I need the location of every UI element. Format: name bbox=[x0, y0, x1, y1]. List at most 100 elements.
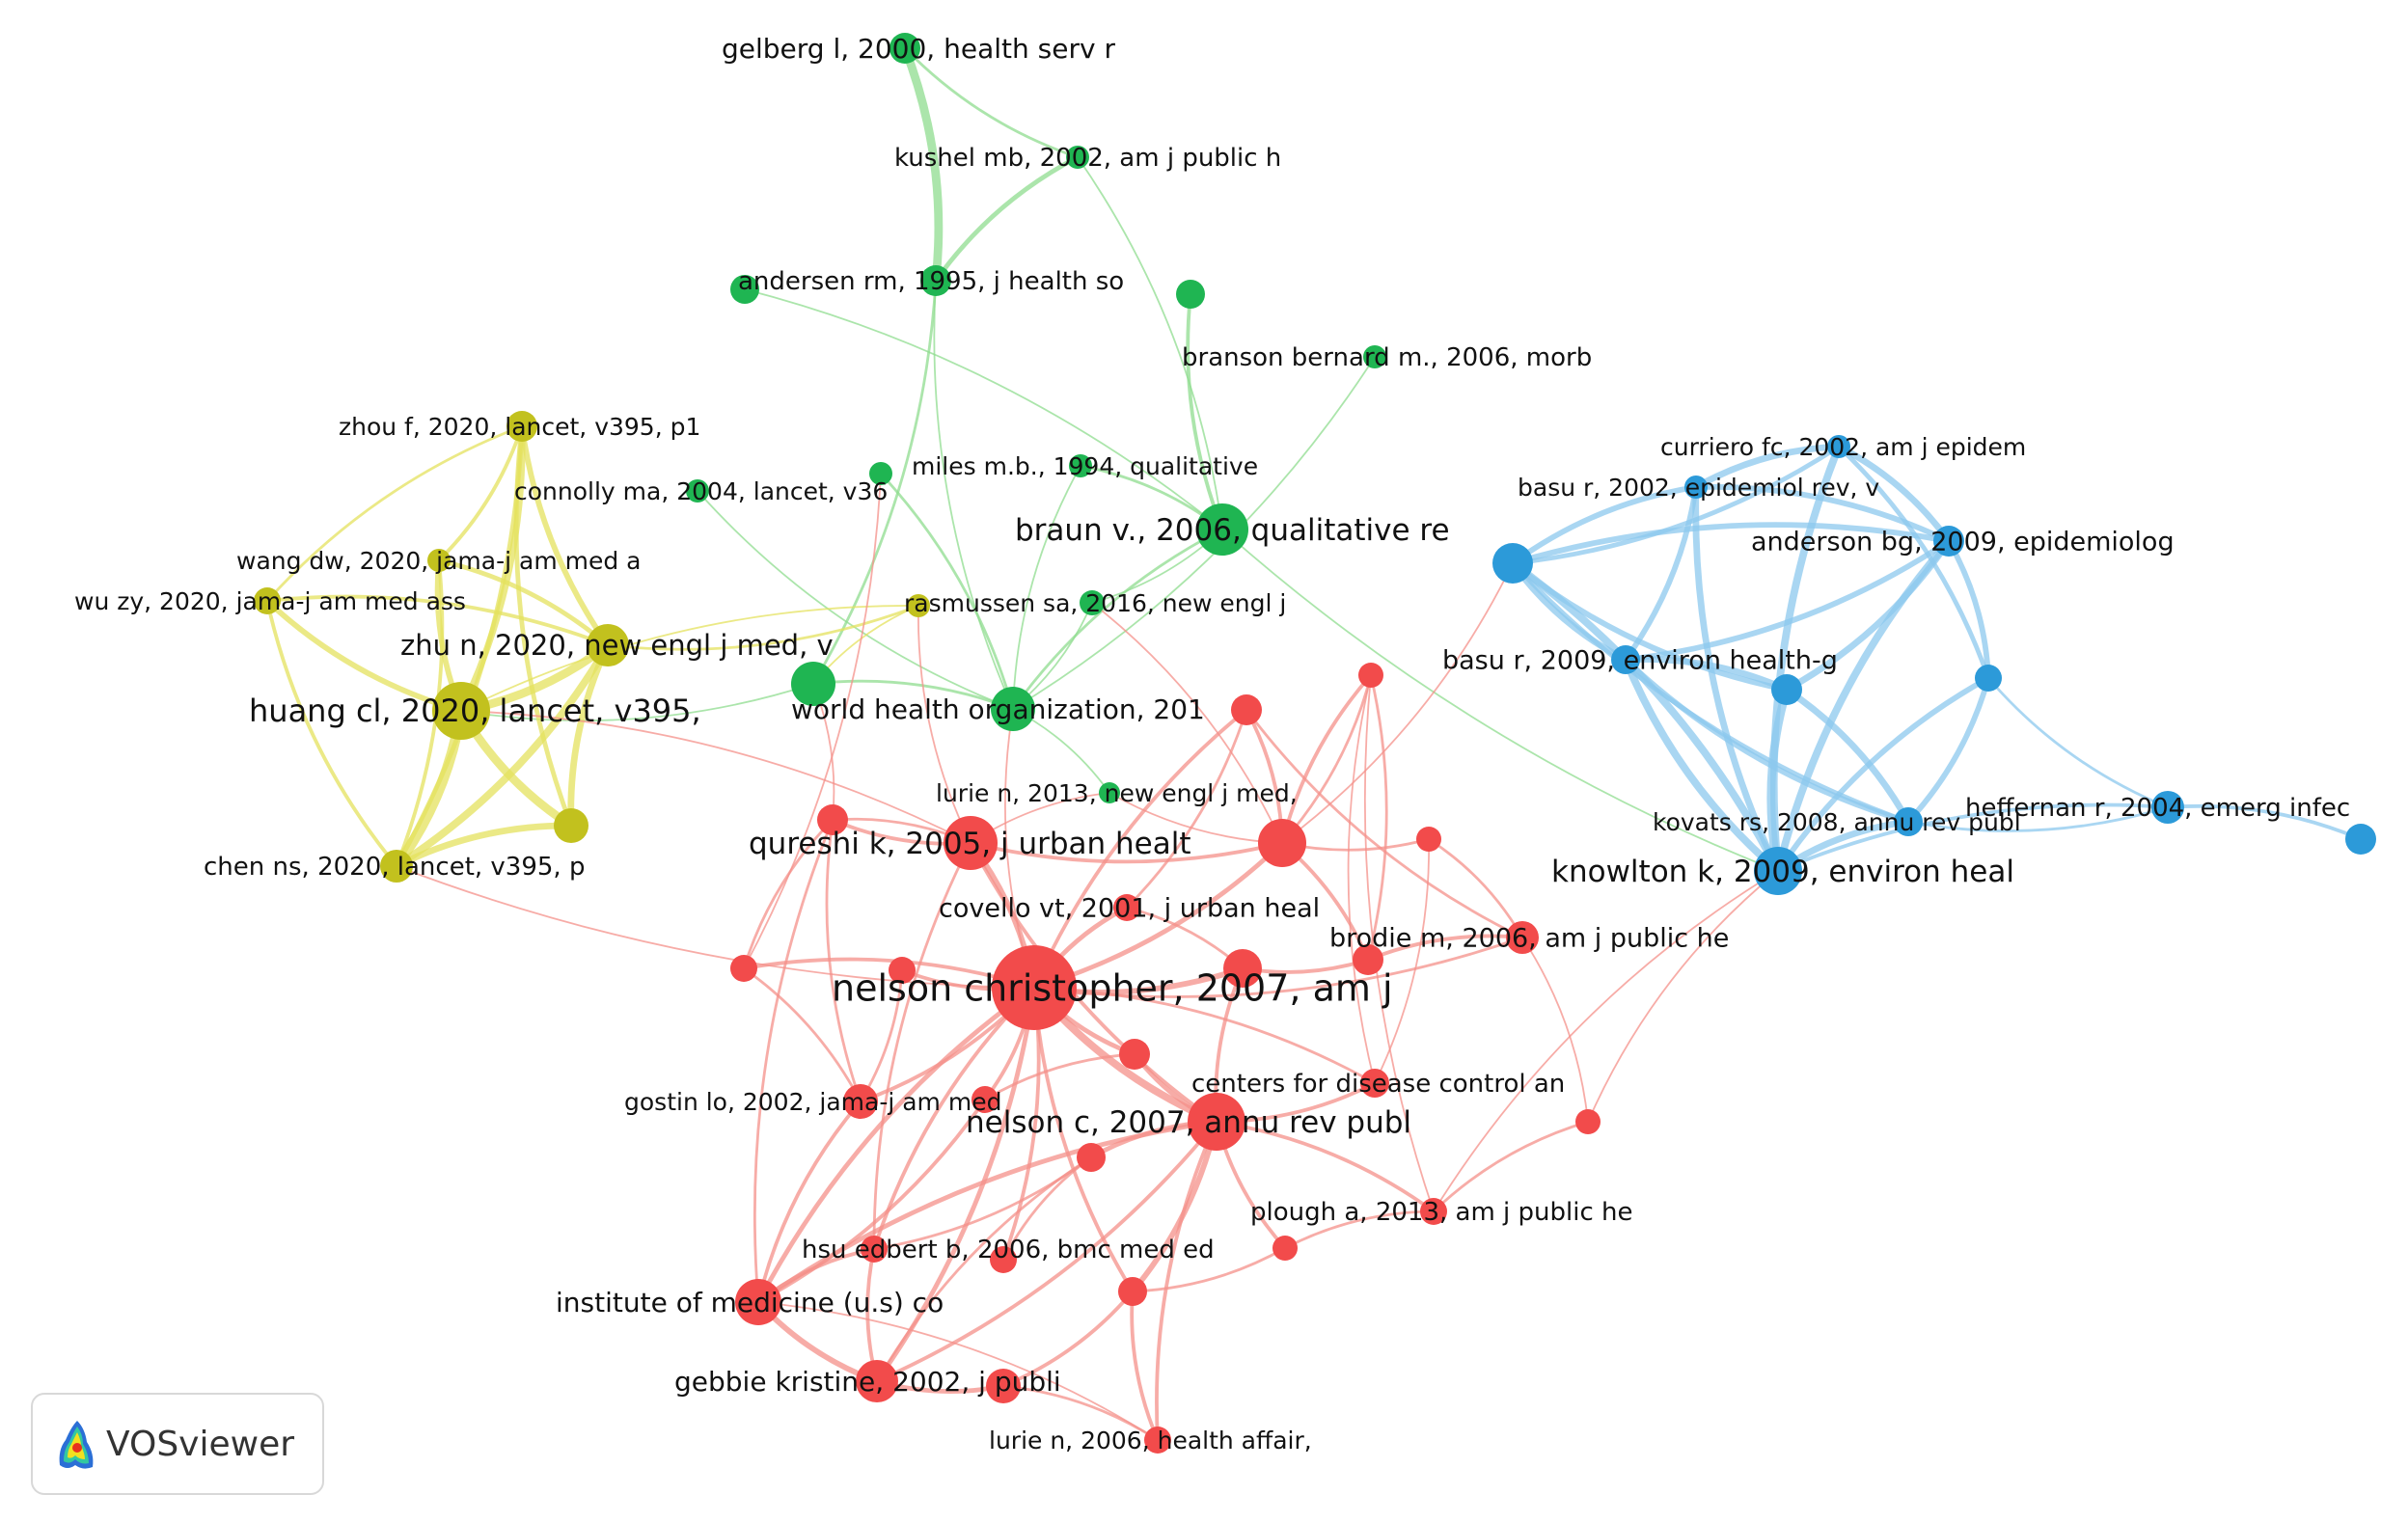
node-label-knowlton: knowlton k, 2009, environ heal bbox=[1551, 855, 2014, 889]
link-zhun-y_chenright bbox=[567, 643, 612, 827]
node-r_left1[interactable] bbox=[730, 955, 757, 982]
node-nelsonc[interactable] bbox=[1188, 1093, 1245, 1151]
node-heffernan[interactable] bbox=[2151, 791, 2184, 824]
node-label-anderson: anderson bg, 2009, epidemiolog bbox=[1751, 527, 2175, 557]
node-g_mid[interactable] bbox=[791, 662, 835, 706]
node-r_left2[interactable] bbox=[889, 957, 916, 984]
node-lurie2013[interactable] bbox=[1099, 782, 1120, 803]
node-brodie[interactable] bbox=[1506, 921, 1539, 954]
link-g_miles_left-who bbox=[879, 473, 1015, 710]
link-plough-r_far_right bbox=[1433, 1120, 1589, 1213]
node-zhun[interactable] bbox=[587, 624, 629, 666]
node-label-gostin: gostin lo, 2002, jama-j am med bbox=[624, 1088, 1001, 1116]
node-plough[interactable] bbox=[1420, 1198, 1447, 1225]
link-nelsonc-plough bbox=[1216, 1120, 1436, 1213]
node-anderson[interactable] bbox=[1933, 526, 1964, 557]
node-r_who[interactable] bbox=[1231, 694, 1262, 725]
node-r_q_left[interactable] bbox=[817, 804, 848, 835]
link-zhouf-wangdw bbox=[437, 425, 524, 562]
node-r_gebbie_right[interactable] bbox=[986, 1369, 1021, 1403]
node-basu2009[interactable] bbox=[1611, 645, 1640, 674]
node-gostin[interactable] bbox=[843, 1084, 878, 1119]
link-chen-nelsonchris bbox=[396, 865, 1035, 989]
node-basu2002[interactable] bbox=[1684, 476, 1708, 499]
node-g_top_right[interactable] bbox=[1176, 280, 1205, 309]
node-branson[interactable] bbox=[1363, 345, 1386, 368]
node-label-miles: miles m.b., 1994, qualitative bbox=[912, 452, 1258, 480]
logo-text: VOSviewer bbox=[106, 1424, 295, 1464]
node-label-kovats: kovats rs, 2008, annu rev publ bbox=[1653, 808, 2021, 836]
node-andersen[interactable] bbox=[920, 265, 951, 296]
link-huang-y_ras bbox=[460, 605, 919, 712]
node-iom[interactable] bbox=[735, 1279, 781, 1325]
node-kovats[interactable] bbox=[1894, 807, 1923, 836]
node-kushel[interactable] bbox=[1066, 146, 1089, 169]
node-gebbie[interactable] bbox=[856, 1360, 898, 1402]
node-centers[interactable] bbox=[1360, 1069, 1389, 1098]
node-label-andersen: andersen rm, 1995, j health so bbox=[738, 267, 1124, 296]
vosviewer-logo: VOSviewer bbox=[31, 1393, 324, 1495]
link-qureshi-hsu bbox=[872, 842, 972, 1250]
node-nelsonchris[interactable] bbox=[992, 945, 1077, 1030]
node-g_miles_left[interactable] bbox=[869, 462, 892, 485]
node-zhouf[interactable] bbox=[506, 411, 537, 442]
link-r_right1-centers bbox=[1374, 838, 1430, 1084]
node-b_far[interactable] bbox=[2345, 824, 2376, 855]
node-covello[interactable] bbox=[1113, 894, 1140, 921]
node-knowlton[interactable] bbox=[1754, 847, 1802, 895]
link-rasmussen-r_big2 bbox=[1091, 602, 1283, 844]
node-y_ras[interactable] bbox=[907, 594, 930, 617]
node-lurie2006[interactable] bbox=[1144, 1427, 1171, 1454]
node-r_mid2[interactable] bbox=[1119, 1039, 1150, 1070]
node-label-brodie: brodie m, 2006, am j public he bbox=[1329, 923, 1729, 953]
node-r_right1[interactable] bbox=[1416, 827, 1441, 852]
node-g_andersen2[interactable] bbox=[730, 275, 759, 304]
node-label-rasmussen: rasmussen sa, 2016, new engl j bbox=[904, 589, 1286, 617]
node-curriero[interactable] bbox=[1827, 435, 1850, 458]
node-r_hsu_right[interactable] bbox=[990, 1246, 1017, 1273]
link-r_who-covello bbox=[1126, 709, 1248, 909]
node-wuzy[interactable] bbox=[254, 587, 281, 614]
link-layer bbox=[265, 46, 2362, 1442]
link-r_low_mid-r_plough_left bbox=[1132, 1246, 1286, 1293]
link-curriero-basu2002 bbox=[1694, 443, 1840, 490]
node-r_mid3[interactable] bbox=[1077, 1143, 1106, 1172]
link-miles-who bbox=[1012, 465, 1081, 710]
link-lurie2006-iom bbox=[757, 1301, 1159, 1441]
node-wangdw[interactable] bbox=[427, 549, 451, 572]
node-label-chen: chen ns, 2020, lancet, v395, p bbox=[204, 853, 585, 882]
node-y_chenright[interactable] bbox=[554, 808, 588, 843]
node-braun[interactable] bbox=[1196, 503, 1248, 556]
node-rasmussen[interactable] bbox=[1080, 590, 1105, 615]
node-r_plough_left[interactable] bbox=[1272, 1236, 1298, 1261]
node-r_small_mid[interactable] bbox=[971, 1086, 999, 1113]
node-layer bbox=[254, 33, 2376, 1454]
node-chen[interactable] bbox=[380, 850, 413, 883]
node-r_brodie_left[interactable] bbox=[1353, 944, 1383, 975]
node-r_far_right[interactable] bbox=[1575, 1109, 1601, 1134]
link-b_right-heffernan bbox=[1986, 677, 2169, 809]
node-hsu[interactable] bbox=[861, 1236, 888, 1263]
link-y_ras-qureshi bbox=[917, 605, 971, 844]
node-r_big2[interactable] bbox=[1258, 819, 1306, 867]
node-connolly[interactable] bbox=[686, 479, 709, 503]
link-r_brodie_left-brodie bbox=[1367, 934, 1523, 962]
link-gostin-r_q_left bbox=[825, 819, 862, 1102]
node-r_nc_right[interactable] bbox=[1223, 949, 1262, 988]
node-r_top[interactable] bbox=[1358, 663, 1383, 688]
node-gelberg[interactable] bbox=[889, 33, 920, 64]
node-qureshi[interactable] bbox=[944, 816, 998, 870]
node-huang[interactable] bbox=[432, 682, 490, 740]
node-b_right[interactable] bbox=[1975, 665, 2002, 692]
link-anderson-basu2009 bbox=[1625, 538, 1951, 663]
link-zhouf-y_chenright bbox=[513, 425, 574, 827]
link-knowlton-plough bbox=[1433, 870, 1779, 1212]
node-b_mid[interactable] bbox=[1771, 674, 1802, 705]
node-who[interactable] bbox=[991, 687, 1035, 731]
node-b_left[interactable] bbox=[1492, 543, 1533, 584]
node-miles[interactable] bbox=[1069, 454, 1092, 477]
link-b_mid-kovats bbox=[1785, 687, 1911, 824]
node-r_low_mid[interactable] bbox=[1118, 1277, 1147, 1306]
link-r_gebbie_right-r_low_mid bbox=[1002, 1290, 1135, 1388]
